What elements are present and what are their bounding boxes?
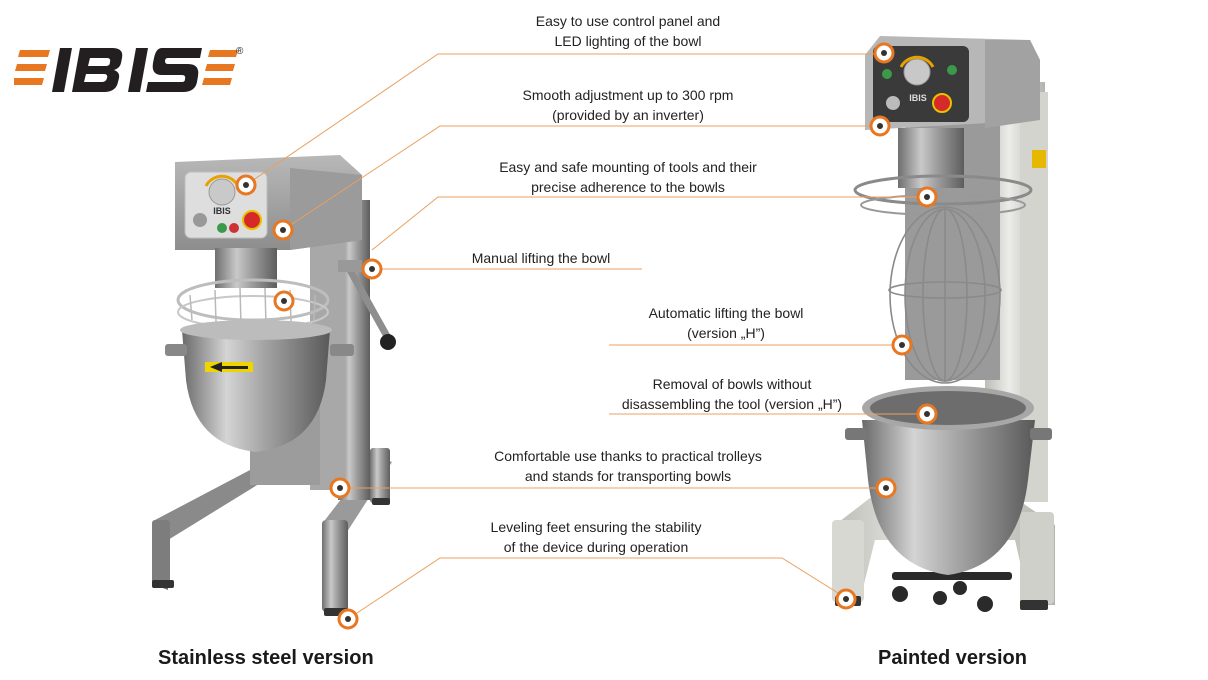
leader-lines — [245, 53, 927, 620]
marker-trolleys-left — [329, 477, 351, 499]
marker-tool-mounting-left — [273, 290, 295, 312]
marker-bowl-removal — [916, 403, 938, 425]
feature-tool-mounting: Easy and safe mounting of tools and thei… — [499, 159, 757, 195]
marker-control-panel-right — [873, 42, 895, 64]
leader-leveling-feet — [347, 557, 847, 620]
caption-painted-version: Painted version — [878, 647, 1027, 669]
marker-manual-lift — [361, 258, 383, 280]
feature-markers — [235, 42, 938, 630]
feature-manual-lift: Manual lifting the bowl — [471, 250, 611, 266]
feature-trolleys: Comfortable use thanks to practical trol… — [494, 448, 762, 484]
bowl-trolley — [892, 572, 1012, 612]
logo-stripes-right — [202, 50, 238, 85]
leader-rpm-left — [282, 125, 880, 231]
feature-leveling-feet: Leveling feet ensuring the stability of … — [490, 519, 702, 555]
painted-mixer: IBIS — [832, 36, 1055, 612]
marker-leveling-feet-left — [337, 608, 359, 630]
marker-rpm-right — [869, 115, 891, 137]
whisk-tool — [888, 206, 1002, 384]
leader-tool-mounting — [371, 196, 927, 251]
stainless-mixer: IBIS — [152, 155, 396, 616]
caption-stainless-version: Stainless steel version — [158, 647, 374, 669]
feature-auto-lift: Automatic lifting the bowl (version „H”) — [648, 305, 804, 341]
marker-tool-mounting-right — [916, 186, 938, 208]
marker-trolleys-right — [875, 477, 897, 499]
logo-letters — [52, 48, 202, 92]
painted-panel-label: IBIS — [909, 93, 927, 103]
feature-bowl-removal: Removal of bowls without disassembling t… — [621, 376, 843, 412]
feature-rpm-adjust: Smooth adjustment up to 300 rpm (provide… — [522, 87, 734, 123]
stainless-panel-label: IBIS — [213, 206, 231, 216]
ibis-logo: ® — [14, 46, 244, 92]
feature-control-panel: Easy to use control panel and LED lighti… — [535, 13, 721, 49]
leader-control-panel-left — [245, 53, 862, 186]
registered-mark: ® — [236, 46, 244, 57]
logo-stripes-left — [14, 50, 50, 85]
marker-control-panel-left — [235, 174, 257, 196]
marker-leveling-feet-right — [835, 588, 857, 610]
marker-rpm-left — [272, 219, 294, 241]
marker-auto-lift — [891, 334, 913, 356]
